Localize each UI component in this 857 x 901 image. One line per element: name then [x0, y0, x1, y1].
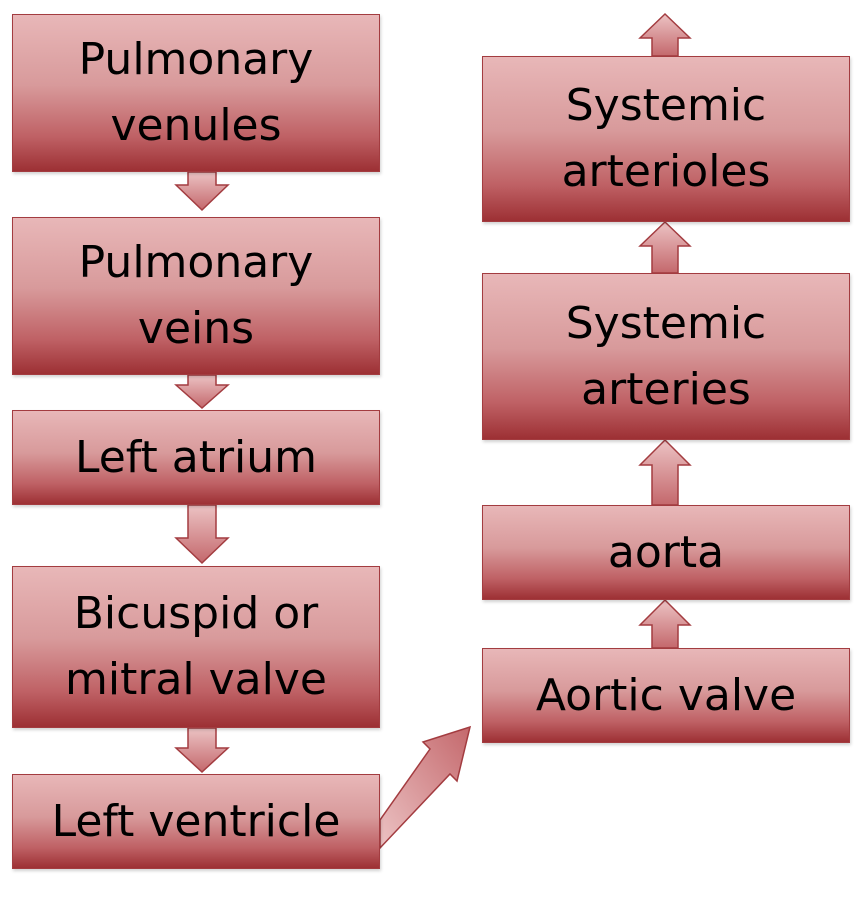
- node-label-line: arterioles: [561, 146, 771, 197]
- node-left-ventricle: Left ventricle: [12, 774, 380, 869]
- arrow-aorta-to-systemic-arteries: [638, 438, 692, 506]
- arrow-aortic-valve-to-aorta: [638, 598, 692, 649]
- arrow-venules-to-veins: [174, 171, 230, 212]
- arrow-veins-to-left-atrium: [174, 374, 230, 410]
- arrow-left-atrium-to-bicuspid: [174, 504, 230, 565]
- arrow-bicuspid-to-left-ventricle: [174, 727, 230, 774]
- arrow-left-ventricle-to-aortic-valve: [379, 725, 472, 850]
- arrow-arterioles-onward: [638, 12, 692, 57]
- node-systemic-arterioles: Systemic arterioles: [482, 56, 850, 222]
- node-label-line: Bicuspid or: [73, 588, 319, 639]
- node-label-line: aorta: [607, 526, 725, 578]
- node-label-line: Pulmonary: [78, 34, 314, 85]
- node-label-line: arteries: [581, 363, 751, 415]
- node-label-line: venules: [110, 100, 282, 151]
- node-label-line: mitral valve: [65, 654, 327, 705]
- node-label-line: Systemic: [565, 297, 767, 349]
- node-label-line: Pulmonary: [78, 237, 314, 288]
- node-label-line: Left atrium: [74, 431, 318, 483]
- node-label-line: veins: [137, 303, 255, 354]
- node-pulmonary-venules: Pulmonary venules: [12, 14, 380, 172]
- node-label-line: Left ventricle: [51, 795, 341, 847]
- node-label-line: Aortic valve: [535, 669, 797, 721]
- arrow-arteries-to-arterioles: [638, 220, 692, 274]
- node-left-atrium: Left atrium: [12, 410, 380, 505]
- node-bicuspid-valve: Bicuspid or mitral valve: [12, 566, 380, 728]
- node-label-line: Systemic: [565, 80, 767, 131]
- node-pulmonary-veins: Pulmonary veins: [12, 217, 380, 375]
- node-systemic-arteries: Systemic arteries: [482, 273, 850, 440]
- node-aorta: aorta: [482, 505, 850, 600]
- node-aortic-valve: Aortic valve: [482, 648, 850, 743]
